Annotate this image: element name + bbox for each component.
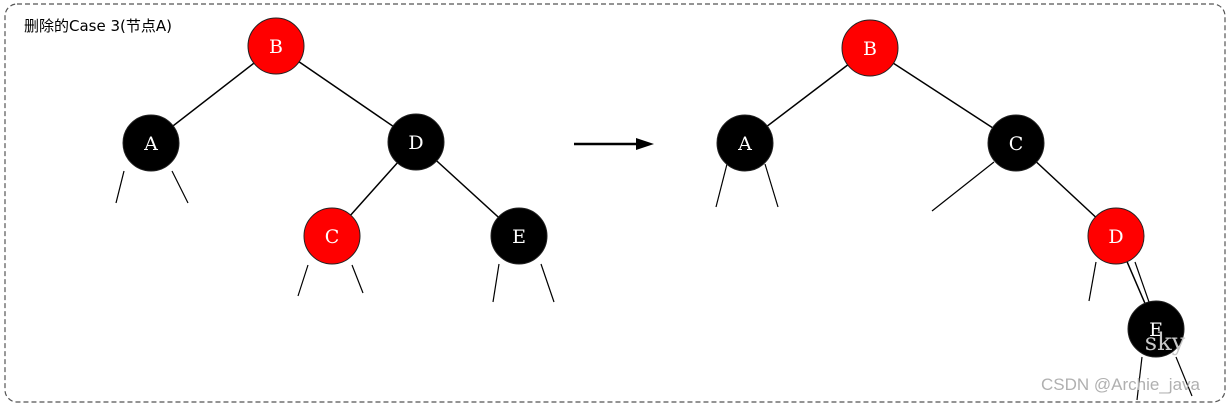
diagram-title: 删除的Case 3(节点A) [24,17,172,35]
node-label: B [269,36,283,58]
edges-layer [150,45,1157,330]
node-circle [303,207,361,265]
nil-stub-after-5 [1136,356,1143,401]
node-circle [716,114,774,172]
nil-stub-after-3 [1088,261,1097,302]
watermark-csdn: CSDN @Archie_java [1041,375,1200,394]
node-circle [1127,300,1185,358]
node-before-D: D [387,113,445,171]
nodes-layer: B A D C E B A C D E [122,17,1185,358]
node-label: C [1009,133,1024,155]
node-label: A [143,133,158,155]
node-label: B [863,38,877,60]
dashed-border [4,3,1226,403]
nil-stub-before-2 [297,264,309,297]
nil-stub-before-0 [115,170,125,204]
node-after-B: B [841,19,899,77]
node-label: E [1149,319,1163,341]
nil-stub-before-3 [351,264,364,294]
node-circle [841,19,899,77]
nil-stub-after-2 [931,161,995,212]
nil-stub-after-4 [1134,261,1150,303]
node-circle [247,17,305,75]
node-before-B: B [247,17,305,75]
nil-stub-after-0 [715,163,728,208]
node-circle [122,114,180,172]
node-circle [387,113,445,171]
node-after-D: D [1087,207,1145,265]
nil-stub-before-4 [492,263,500,303]
edge-after-B-C [869,47,1017,144]
node-circle [1087,207,1145,265]
nil-stubs-layer [115,161,1193,401]
node-label: C [325,226,340,248]
node-after-A: A [716,114,774,172]
node-label: A [737,133,752,155]
node-circle [987,114,1045,172]
arrow-head [636,138,654,150]
nil-stub-before-5 [540,263,555,303]
nil-stub-before-1 [171,170,189,204]
node-label: D [408,132,423,154]
node-circle [490,207,548,265]
node-label: E [512,226,526,248]
node-before-A: A [122,114,180,172]
node-before-C: C [303,207,361,265]
node-after-E: E [1127,300,1185,358]
nil-stub-after-6 [1175,356,1193,397]
node-label: D [1108,226,1123,248]
node-after-C: C [987,114,1045,172]
node-before-E: E [490,207,548,265]
transform-arrow [574,138,654,150]
nil-stub-after-1 [764,163,779,208]
